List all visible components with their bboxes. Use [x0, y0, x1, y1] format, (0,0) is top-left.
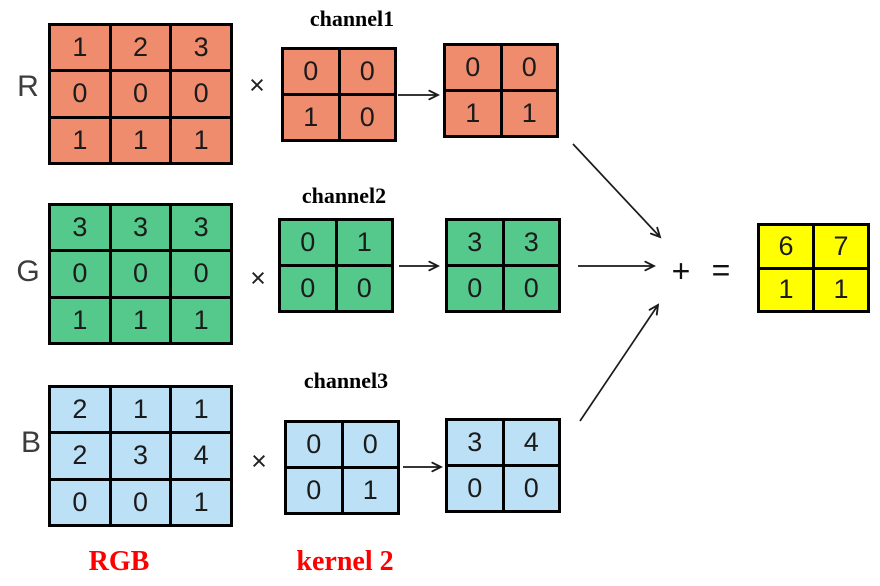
- matrix-cell: 2: [51, 388, 109, 432]
- matrix-cell: 1: [343, 469, 397, 512]
- matrix-cell: 1: [51, 26, 109, 70]
- matrix-cell: 0: [340, 50, 394, 93]
- matrix-cell: 3: [51, 206, 109, 250]
- matrix-cell: 0: [446, 46, 500, 89]
- matrix-cell: 0: [502, 46, 556, 89]
- result-matrix-b: 3 4 0 0: [445, 418, 561, 513]
- kernel-title-channel2: channel2: [301, 183, 387, 208]
- matrix-cell: 3: [448, 221, 502, 264]
- kernel-matrix-r: 0 0 1 0: [281, 47, 397, 142]
- matrix-cell: 0: [337, 267, 391, 310]
- matrix-cell: 2: [51, 434, 109, 478]
- plus-symbol: +: [671, 253, 691, 289]
- matrix-cell: 1: [284, 96, 338, 139]
- matrix-cell: 0: [343, 423, 397, 466]
- matrix-cell: 0: [340, 96, 394, 139]
- kernel-matrix-g: 0 1 0 0: [278, 218, 394, 313]
- matrix-cell: 1: [815, 269, 867, 310]
- matrix-cell: 1: [111, 298, 170, 342]
- matrix-cell: 1: [502, 92, 556, 135]
- matrix-cell: 4: [172, 434, 230, 478]
- matrix-cell: 1: [337, 221, 391, 264]
- matrix-cell: 0: [172, 72, 230, 116]
- multiply-symbol-b: ×: [251, 446, 267, 476]
- matrix-cell: 1: [111, 388, 170, 432]
- matrix-cell: 1: [51, 298, 109, 342]
- matrix-cell: 0: [287, 469, 341, 512]
- rgb-label: RGB: [88, 546, 150, 577]
- matrix-cell: 1: [111, 118, 170, 162]
- matrix-cell: 1: [172, 388, 230, 432]
- matrix-cell: 3: [172, 206, 230, 250]
- matrix-cell: 0: [504, 467, 558, 510]
- arrow-r-result-to-plus: [572, 143, 662, 239]
- matrix-cell: 3: [111, 434, 170, 478]
- matrix-cell: 0: [281, 221, 335, 264]
- matrix-cell: 0: [448, 267, 502, 310]
- matrix-cell: 1: [446, 92, 500, 135]
- matrix-cell: 1: [172, 480, 230, 524]
- matrix-cell: 7: [815, 226, 867, 267]
- result-matrix-r: 0 0 1 1: [443, 43, 559, 138]
- row-label-b: B: [20, 426, 41, 459]
- matrix-cell: 0: [448, 467, 502, 510]
- matrix-cell: 0: [51, 72, 109, 116]
- matrix-cell: 3: [504, 221, 558, 264]
- kernel-title-channel3: channel3: [303, 368, 389, 393]
- matrix-cell: 0: [111, 480, 170, 524]
- arrow-b-result-to-plus: [579, 303, 660, 422]
- matrix-cell: 6: [760, 226, 812, 267]
- matrix-cell: 0: [287, 423, 341, 466]
- matrix-cell: 0: [111, 252, 170, 296]
- matrix-cell: 0: [504, 267, 558, 310]
- matrix-cell: 0: [111, 72, 170, 116]
- matrix-cell: 1: [172, 118, 230, 162]
- matrix-cell: 3: [448, 421, 502, 464]
- multiply-symbol-r: ×: [249, 70, 265, 100]
- matrix-cell: 0: [51, 252, 109, 296]
- matrix-cell: 1: [51, 118, 109, 162]
- equals-symbol: =: [711, 252, 731, 288]
- kernel2-label: kernel 2: [296, 546, 394, 577]
- input-matrix-b: 2 1 1 2 3 4 0 0 1: [48, 385, 233, 527]
- matrix-cell: 0: [51, 480, 109, 524]
- matrix-cell: 3: [172, 26, 230, 70]
- row-label-g: G: [16, 255, 40, 288]
- matrix-cell: 0: [281, 267, 335, 310]
- row-label-r: R: [17, 70, 39, 103]
- matrix-cell: 4: [504, 421, 558, 464]
- matrix-cell: 0: [284, 50, 338, 93]
- matrix-cell: 1: [172, 298, 230, 342]
- input-matrix-r: 1 2 3 0 0 0 1 1 1: [48, 23, 233, 165]
- kernel-matrix-b: 0 0 0 1: [284, 420, 400, 515]
- kernel-title-channel1: channel1: [309, 6, 395, 31]
- matrix-cell: 0: [172, 252, 230, 296]
- matrix-cell: 2: [111, 26, 170, 70]
- multiply-symbol-g: ×: [250, 263, 266, 293]
- matrix-cell: 3: [111, 206, 170, 250]
- matrix-cell: 1: [760, 269, 812, 310]
- output-matrix: 6 7 1 1: [757, 223, 870, 313]
- result-matrix-g: 3 3 0 0: [445, 218, 561, 313]
- input-matrix-g: 3 3 3 0 0 0 1 1 1: [48, 203, 233, 345]
